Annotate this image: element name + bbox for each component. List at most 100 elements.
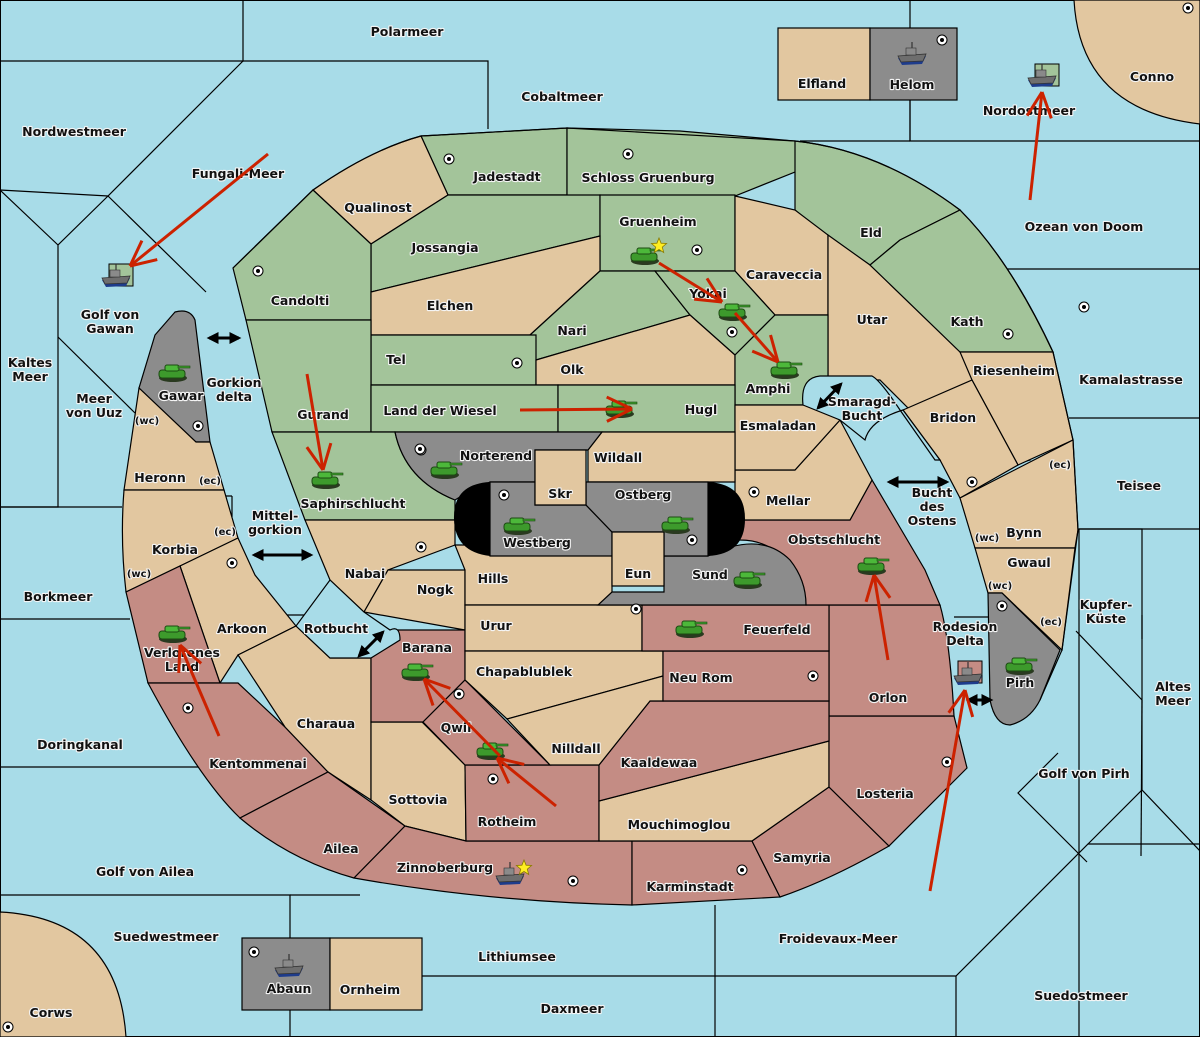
- territory-label-mellar[interactable]: Mellar: [765, 492, 812, 509]
- sea-label-fungali-meer[interactable]: Fungali-Meer: [191, 165, 286, 182]
- territory-ornheim[interactable]: [329, 937, 423, 1011]
- sea-label-nordwestmeer[interactable]: Nordwestmeer: [21, 123, 128, 140]
- sea-label-cobaltmeer[interactable]: Cobaltmeer: [520, 88, 605, 105]
- territory-label-candolti[interactable]: Candolti: [270, 292, 331, 309]
- territory-label-wildall[interactable]: Wildall: [593, 449, 644, 466]
- territory-label-gwaul[interactable]: Gwaul: [1006, 554, 1052, 571]
- territory-label-caraveccia[interactable]: Caraveccia: [745, 266, 824, 283]
- territory-label-elfland[interactable]: Elfland: [797, 75, 848, 92]
- territory-elfland[interactable]: [777, 27, 871, 101]
- territory-conno[interactable]: [1073, 0, 1200, 125]
- sea-label-smaragd-bucht[interactable]: Smaragd-Bucht: [827, 393, 897, 424]
- sea-label-teisee[interactable]: Teisee: [1116, 477, 1162, 494]
- territory-label-feuerfeld[interactable]: Feuerfeld: [742, 621, 811, 638]
- territory-eun[interactable]: [611, 531, 665, 587]
- territory-label-amphi[interactable]: Amphi: [744, 380, 791, 397]
- sea-label-borkmeer[interactable]: Borkmeer: [23, 588, 95, 605]
- territory-label-hills[interactable]: Hills: [477, 570, 510, 587]
- territory-label-ostberg[interactable]: Ostberg: [614, 486, 673, 503]
- territory-label-zinnoberburg[interactable]: Zinnoberburg: [396, 859, 494, 876]
- territory-label-karminstadt[interactable]: Karminstadt: [645, 878, 734, 895]
- territory-label-losteria[interactable]: Losteria: [855, 785, 915, 802]
- ship-icon[interactable]: [1027, 63, 1060, 88]
- territory-label-orlon[interactable]: Orlon: [868, 689, 909, 706]
- territory-label-saphirschlucht[interactable]: Saphirschlucht: [299, 495, 406, 512]
- territory-label-korbia[interactable]: Korbia: [151, 541, 199, 558]
- territory-gwaul[interactable]: [974, 547, 1076, 652]
- territory-label-qualinost[interactable]: Qualinost: [343, 199, 413, 216]
- territory-label-skr[interactable]: Skr: [547, 485, 574, 502]
- territory-label-ornheim[interactable]: Ornheim: [339, 981, 402, 998]
- territory-label-samyria[interactable]: Samyria: [772, 849, 832, 866]
- territory-label-riesenheim[interactable]: Riesenheim: [972, 362, 1056, 379]
- territory-label-jadestadt[interactable]: Jadestadt: [471, 168, 542, 185]
- sea-label-doringkanal[interactable]: Doringkanal: [36, 736, 124, 753]
- territory-label-westberg[interactable]: Westberg: [502, 534, 572, 551]
- territory-rotheim[interactable]: [464, 764, 600, 842]
- territory-label-kentommenai[interactable]: Kentommenai: [208, 755, 308, 772]
- territory-label-nilldall[interactable]: Nilldall: [550, 740, 601, 757]
- territory-label-verlorenes-land[interactable]: VerlorenesLand: [143, 644, 221, 675]
- territory-label-nari[interactable]: Nari: [556, 322, 588, 339]
- territory-label-sottovia[interactable]: Sottovia: [387, 791, 448, 808]
- territory-label-land-der-wiesel[interactable]: Land der Wiesel: [382, 402, 497, 419]
- ship-icon[interactable]: [953, 660, 983, 686]
- territory-label-heronn[interactable]: Heronn: [133, 469, 187, 486]
- territory-label-chapablublek[interactable]: Chapablublek: [475, 663, 574, 680]
- territory-label-esmaladan[interactable]: Esmaladan: [739, 417, 818, 434]
- territory-skr[interactable]: [534, 449, 587, 506]
- territory-label-nogk[interactable]: Nogk: [416, 581, 455, 598]
- territory-label-sund[interactable]: Sund: [691, 566, 729, 583]
- territory-label-obstschlucht[interactable]: Obstschlucht: [787, 531, 881, 548]
- territory-label-helom[interactable]: Helom: [888, 76, 935, 93]
- territory-label-rotheim[interactable]: Rotheim: [476, 813, 537, 830]
- territory-label-gurand[interactable]: Gurand: [296, 406, 350, 423]
- territory-label-mouchimoglou[interactable]: Mouchimoglou: [626, 816, 731, 833]
- territory-label-bynn[interactable]: Bynn: [1005, 524, 1043, 541]
- sea-label-kupfer-kueste[interactable]: Kupfer-Küste: [1079, 596, 1134, 627]
- sea-label-rotbucht[interactable]: Rotbucht: [303, 620, 370, 637]
- territory-label-kath[interactable]: Kath: [949, 313, 984, 330]
- sea-label-golf-von-pirh[interactable]: Golf von Pirh: [1037, 765, 1131, 782]
- sea-label-golf-von-ailea[interactable]: Golf von Ailea: [95, 863, 195, 880]
- territory-label-conno[interactable]: Conno: [1129, 68, 1176, 85]
- territory-label-utar[interactable]: Utar: [856, 311, 890, 328]
- territory-label-tel[interactable]: Tel: [385, 351, 407, 368]
- sea-label-kamalastrasse[interactable]: Kamalastrasse: [1078, 371, 1184, 388]
- territory-gruenheim[interactable]: [599, 194, 736, 272]
- territory-label-pirh[interactable]: Pirh: [1005, 674, 1036, 691]
- sea-label-suedostmeer[interactable]: Suedostmeer: [1033, 987, 1130, 1004]
- territory-corws[interactable]: [0, 911, 127, 1037]
- territory-label-norterend[interactable]: Norterend: [459, 447, 533, 464]
- territory-label-qwil[interactable]: Qwil: [440, 719, 473, 736]
- sea-label-suedwestmeer[interactable]: Suedwestmeer: [112, 928, 220, 945]
- territory-label-nabai[interactable]: Nabai: [344, 565, 387, 582]
- territory-label-barana[interactable]: Barana: [401, 639, 453, 656]
- territory-label-eun[interactable]: Eun: [624, 565, 653, 582]
- territory-label-jossangia[interactable]: Jossangia: [409, 239, 479, 256]
- sea-label-polarmeer[interactable]: Polarmeer: [370, 23, 446, 40]
- territory-label-ailea[interactable]: Ailea: [322, 840, 359, 857]
- territory-label-arkoon[interactable]: Arkoon: [216, 620, 268, 637]
- territory-heronn[interactable]: [123, 386, 225, 491]
- sea-label-mittel-gorkion[interactable]: Mittel-gorkion: [247, 507, 303, 538]
- territory-label-kaaldewaa[interactable]: Kaaldewaa: [620, 754, 699, 771]
- territory-label-neu-rom[interactable]: Neu Rom: [668, 669, 734, 686]
- territory-riesenheim[interactable]: [959, 351, 1074, 466]
- territory-label-hugl[interactable]: Hugl: [684, 401, 719, 418]
- territory-label-urur[interactable]: Urur: [479, 617, 513, 634]
- territory-label-gawar[interactable]: Gawar: [157, 387, 205, 404]
- ship-icon[interactable]: [101, 263, 134, 288]
- territory-label-schloss-gruenburg[interactable]: Schloss Gruenburg: [580, 169, 715, 186]
- sea-label-ozean-von-doom[interactable]: Ozean von Doom: [1024, 218, 1145, 235]
- territory-label-charaua[interactable]: Charaua: [296, 715, 357, 732]
- sea-label-lithiumsee[interactable]: Lithiumsee: [477, 948, 557, 965]
- sea-label-froidevaux-meer[interactable]: Froidevaux-Meer: [778, 930, 900, 947]
